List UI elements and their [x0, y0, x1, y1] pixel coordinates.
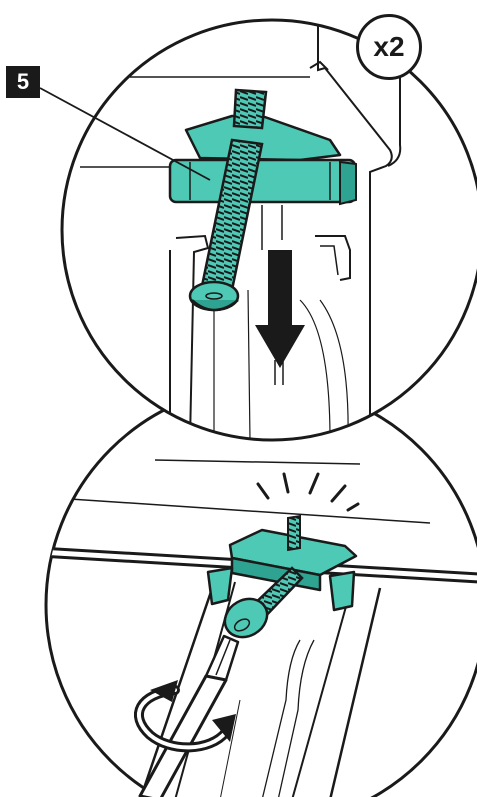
quantity-badge: x2: [356, 14, 422, 80]
top-detail-view: [40, 20, 477, 440]
bottom-detail-view: [40, 385, 477, 797]
step-number-badge: 5: [6, 66, 40, 98]
